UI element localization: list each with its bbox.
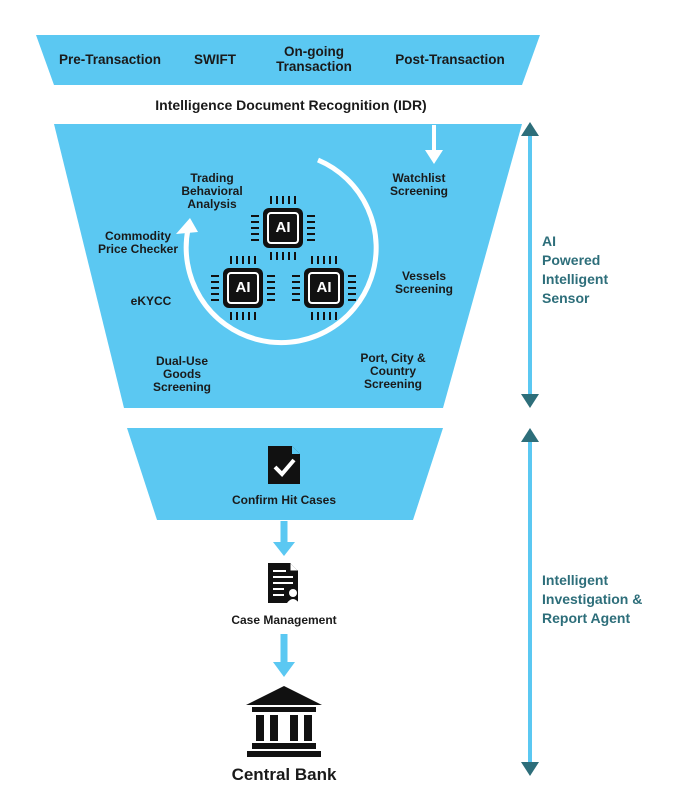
bank-building-icon xyxy=(246,686,322,757)
ai-chip-label: AI xyxy=(235,279,251,296)
cycle-arc xyxy=(176,157,379,346)
label-vessels-screening: Vessels Screening xyxy=(394,269,454,296)
ai-chip-icon xyxy=(251,196,315,260)
ai-sensor-range-arrow xyxy=(521,122,539,408)
label-watchlist-screening: Watchlist Screening xyxy=(389,171,449,198)
label-ekycc: eKYCC xyxy=(130,294,172,308)
label-dual-use-goods-screening: Dual-Use Goods Screening xyxy=(152,354,212,394)
case-management-label: Case Management xyxy=(231,613,337,627)
ai-chip-icon xyxy=(211,256,275,320)
flow-arrow-2 xyxy=(273,634,295,677)
flow-arrow-1 xyxy=(273,521,295,556)
label-trading-behavioral-analysis: Trading Behavioral Analysis xyxy=(181,171,243,211)
idr-arrow xyxy=(425,125,443,164)
main-funnel xyxy=(54,124,522,408)
top-item-ongoing-transaction: On-going Transaction xyxy=(276,44,352,74)
ai-chip-icon xyxy=(292,256,356,320)
ai-powered-sensor-label: AI Powered Intelligent Sensor xyxy=(542,233,609,306)
ai-chip-label: AI xyxy=(275,219,291,236)
confirm-hit-cases-label: Confirm Hit Cases xyxy=(231,493,337,507)
ai-chip-label: AI xyxy=(316,279,332,296)
top-item-pre-transaction: Pre-Transaction xyxy=(58,52,162,67)
label-commodity-price-checker: Commodity Price Checker xyxy=(97,229,179,256)
investigation-range-arrow xyxy=(521,428,539,776)
idr-label: Intelligence Document Recognition (IDR) xyxy=(155,97,427,113)
top-item-swift: SWIFT xyxy=(194,52,236,67)
central-bank-label: Central Bank xyxy=(231,765,337,784)
label-port-city-country-screening: Port, City & Country Screening xyxy=(360,351,426,391)
case-document-icon xyxy=(268,563,299,603)
document-check-icon xyxy=(268,446,300,484)
top-item-post-transaction: Post-Transaction xyxy=(395,52,505,67)
top-banner xyxy=(36,35,540,85)
investigation-agent-label: Intelligent Investigation & Report Agent xyxy=(542,572,643,626)
